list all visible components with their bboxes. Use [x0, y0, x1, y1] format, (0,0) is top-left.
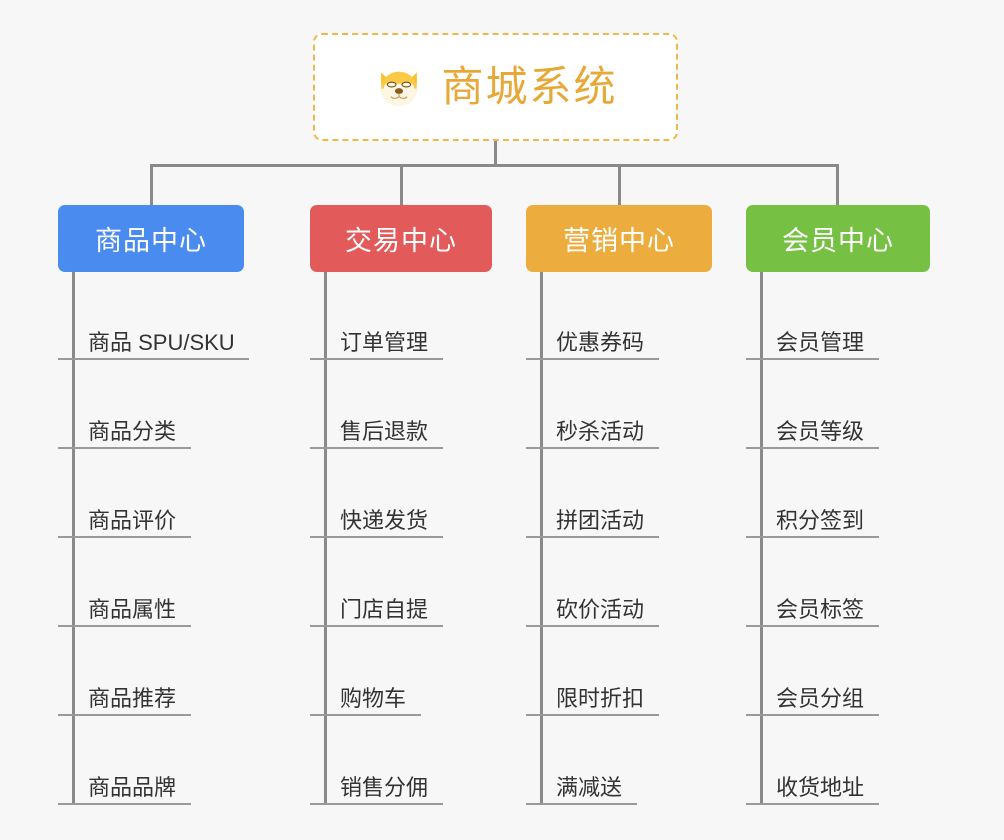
leaf-item[interactable]: 拼团活动	[526, 494, 659, 538]
leaf-label: 会员等级	[776, 419, 865, 444]
leaf-label: 订单管理	[340, 330, 429, 355]
category-header-2[interactable]: 交易中心	[310, 205, 492, 272]
connector-drop-2	[400, 164, 403, 208]
column-1-spine	[72, 272, 75, 805]
leaf-label: 满减送	[556, 775, 623, 800]
leaf-label: 售后退款	[340, 419, 429, 444]
leaf-label: 秒杀活动	[556, 419, 645, 444]
category-header-1[interactable]: 商品中心	[58, 205, 244, 272]
leaf-label: 购物车	[340, 686, 407, 711]
category-header-2-label: 交易中心	[345, 226, 457, 256]
leaf-label: 会员标签	[776, 597, 865, 622]
leaf-item[interactable]: 限时折扣	[526, 672, 659, 716]
leaf-label: 优惠券码	[556, 330, 645, 355]
leaf-item[interactable]: 满减送	[526, 761, 637, 805]
leaf-label: 会员分组	[776, 686, 865, 711]
leaf-item[interactable]: 会员等级	[746, 405, 879, 449]
leaf-label: 门店自提	[340, 597, 429, 622]
leaf-label: 商品品牌	[88, 775, 177, 800]
leaf-item[interactable]: 销售分佣	[310, 761, 443, 805]
category-header-4-label: 会员中心	[782, 226, 894, 256]
leaf-item[interactable]: 售后退款	[310, 405, 443, 449]
column-4-spine	[760, 272, 763, 805]
column-3-spine	[540, 272, 543, 805]
connector-horizontal-bus	[150, 164, 838, 167]
leaf-label: 限时折扣	[556, 686, 645, 711]
leaf-label: 商品推荐	[88, 686, 177, 711]
leaf-label: 快递发货	[340, 508, 429, 533]
connector-drop-4	[836, 164, 839, 208]
category-header-1-label: 商品中心	[95, 226, 207, 256]
leaf-label: 商品评价	[88, 508, 177, 533]
leaf-item[interactable]: 商品评价	[58, 494, 191, 538]
shiba-dog-face-icon	[381, 71, 418, 106]
leaf-label: 拼团活动	[556, 508, 645, 533]
leaf-label: 积分签到	[776, 508, 865, 533]
leaf-label: 会员管理	[776, 330, 865, 355]
leaf-item[interactable]: 会员标签	[746, 583, 879, 627]
leaf-item[interactable]: 订单管理	[310, 316, 443, 360]
category-header-3[interactable]: 营销中心	[526, 205, 712, 272]
leaf-label: 商品 SPU/SKU	[88, 330, 235, 355]
connector-root-stem	[494, 141, 497, 166]
root-node-mall-system[interactable]: 商城系统	[313, 33, 678, 141]
root-title: 商城系统	[441, 63, 618, 110]
leaf-item[interactable]: 收货地址	[746, 761, 879, 805]
leaf-item[interactable]: 优惠券码	[526, 316, 659, 360]
category-header-3-label: 营销中心	[563, 226, 675, 256]
leaf-label: 商品分类	[88, 419, 177, 444]
leaf-item[interactable]: 砍价活动	[526, 583, 659, 627]
leaf-label: 商品属性	[88, 597, 177, 622]
leaf-item[interactable]: 商品 SPU/SKU	[58, 316, 249, 360]
leaf-item[interactable]: 商品品牌	[58, 761, 191, 805]
leaf-label: 砍价活动	[556, 597, 645, 622]
leaf-item[interactable]: 会员分组	[746, 672, 879, 716]
leaf-item[interactable]: 商品属性	[58, 583, 191, 627]
leaf-item[interactable]: 门店自提	[310, 583, 443, 627]
leaf-item[interactable]: 会员管理	[746, 316, 879, 360]
leaf-item[interactable]: 快递发货	[310, 494, 443, 538]
connector-drop-1	[150, 164, 153, 208]
leaf-label: 收货地址	[776, 775, 865, 800]
category-header-4[interactable]: 会员中心	[746, 205, 930, 272]
connector-drop-3	[618, 164, 621, 208]
leaf-label: 销售分佣	[340, 775, 429, 800]
leaf-item[interactable]: 商品推荐	[58, 672, 191, 716]
column-2-spine	[324, 272, 327, 805]
leaf-item[interactable]: 购物车	[310, 672, 421, 716]
leaf-item[interactable]: 积分签到	[746, 494, 879, 538]
leaf-item[interactable]: 秒杀活动	[526, 405, 659, 449]
leaf-item[interactable]: 商品分类	[58, 405, 191, 449]
